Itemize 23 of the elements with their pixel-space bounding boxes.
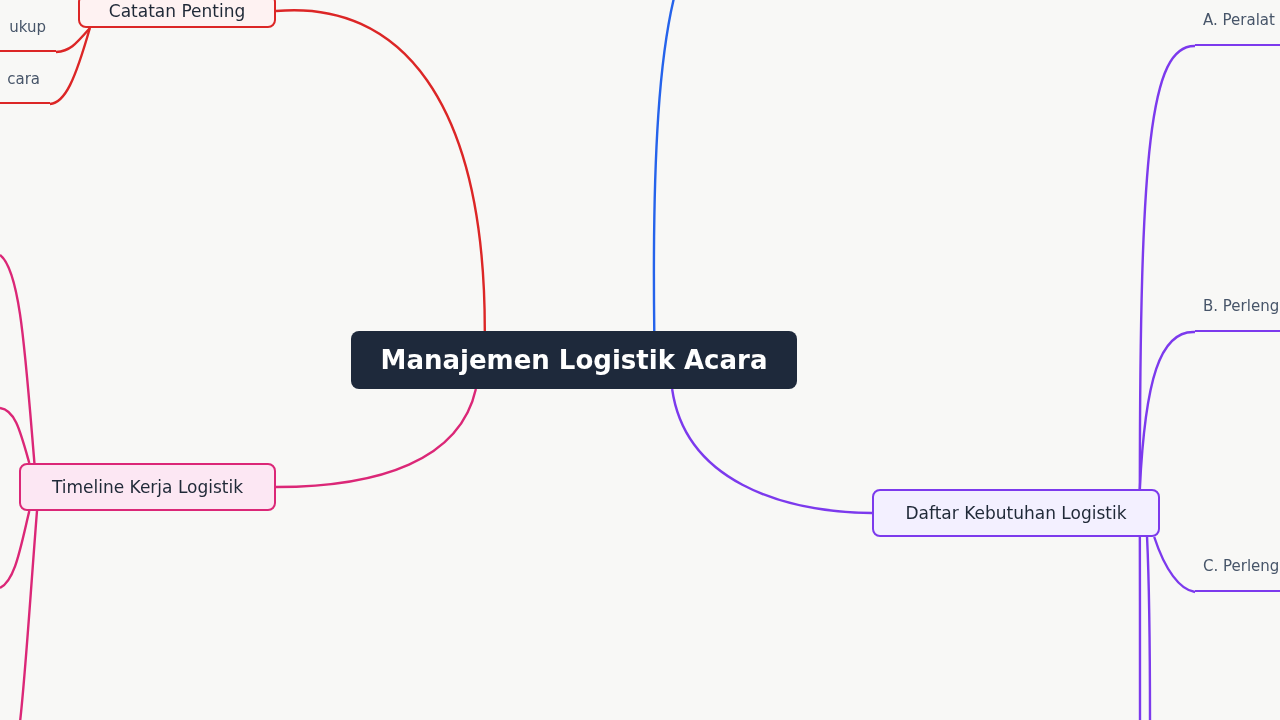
branch-line: [670, 388, 873, 515]
subtopic-label: C. Perleng: [1195, 557, 1280, 592]
branch-line: [1145, 536, 1152, 720]
branch-line: [275, 388, 478, 489]
branch-topic: Timeline Kerja Logistik: [19, 463, 276, 511]
branch-line: [1138, 330, 1196, 490]
branch-line: [652, 0, 678, 331]
branch-topic: Catatan Penting: [78, 0, 276, 28]
subtopic-label: A. Peralat: [1195, 11, 1280, 46]
branch-line: [49, 27, 92, 106]
subtopic-label: B. Perleng: [1195, 297, 1280, 332]
central-topic: Manajemen Logistik Acara: [351, 331, 797, 389]
branch-line: [18, 510, 39, 720]
subtopic-label: ukup: [0, 18, 56, 52]
branch-line: [0, 254, 36, 464]
branch-line: [0, 406, 31, 464]
branch-topic: Daftar Kebutuhan Logistik: [872, 489, 1160, 537]
branch-line: [0, 510, 31, 589]
branch-line: [276, 9, 486, 332]
subtopic-label: cara: [0, 70, 50, 104]
branch-line: [1153, 536, 1196, 594]
branch-line: [55, 27, 91, 54]
branch-line: [1138, 537, 1142, 720]
